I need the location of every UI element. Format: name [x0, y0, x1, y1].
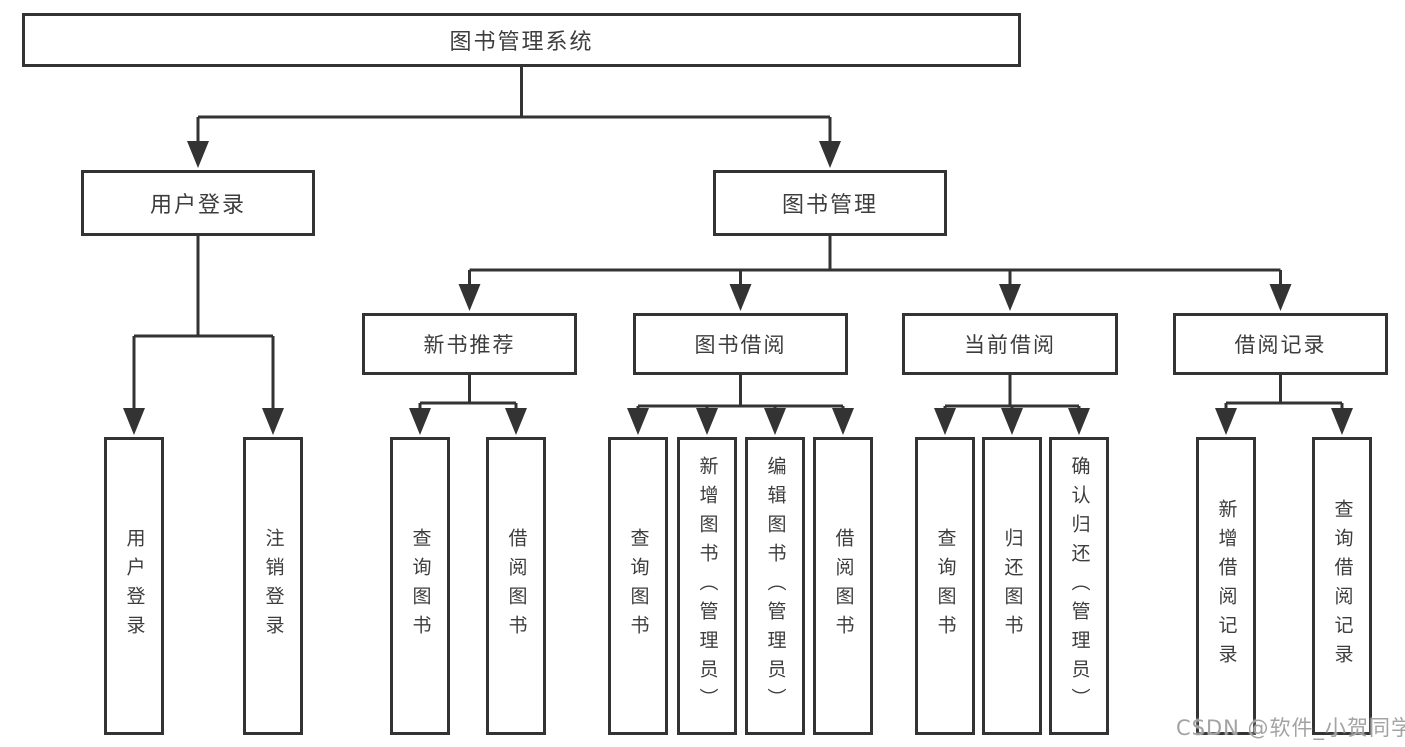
node-system-root: 图书管理系统 — [22, 13, 1021, 67]
arrowhead — [696, 408, 718, 435]
arrowhead — [1215, 408, 1237, 435]
leaf-return-book-label: 归还图书 — [1001, 528, 1024, 644]
arrowhead — [123, 408, 145, 435]
leaf-add-borrow-record: 新增借阅记录 — [1196, 437, 1256, 735]
leaf-borrow-books-recommend: 借阅图书 — [486, 437, 546, 735]
leaf-query-books-recommend: 查询图书 — [390, 437, 450, 735]
arrowhead — [1001, 408, 1023, 435]
arrowhead — [409, 408, 431, 435]
arrowhead — [458, 284, 481, 311]
arrowhead — [764, 408, 786, 435]
leaf-add-book-admin-label: 新增图书（管理员） — [696, 455, 719, 717]
leaf-borrow-books: 借阅图书 — [813, 437, 873, 735]
node-current-borrow: 当前借阅 — [902, 313, 1118, 375]
leaf-query-books-borrow-label: 查询图书 — [627, 528, 650, 644]
leaf-edit-book-admin-label: 编辑图书（管理员） — [764, 455, 787, 717]
leaf-confirm-return-admin: 确认归还（管理员） — [1049, 437, 1109, 735]
connector-root-to-level2 — [196, 67, 832, 144]
leaf-query-borrow-record: 查询借阅记录 — [1312, 437, 1372, 735]
csdn-watermark: CSDN @软件_小贺同学 — [1176, 716, 1405, 740]
arrowhead — [187, 141, 209, 168]
arrowhead — [627, 408, 649, 435]
arrowhead — [1269, 284, 1292, 311]
leaf-edit-book-admin: 编辑图书（管理员） — [745, 437, 805, 735]
leaf-logout: 注销登录 — [243, 437, 303, 735]
node-book-management: 图书管理 — [713, 170, 947, 236]
arrowhead — [1331, 408, 1353, 435]
connector-borrow-to-children — [636, 375, 845, 410]
leaf-query-books-current-label: 查询图书 — [934, 528, 957, 644]
leaf-borrow-books-label: 借阅图书 — [832, 528, 855, 644]
leaf-query-books-current: 查询图书 — [915, 437, 975, 735]
connector-login-to-children — [132, 236, 275, 410]
connector-recommend-to-children — [418, 375, 518, 410]
connector-current-to-children — [943, 375, 1081, 410]
leaf-add-book-admin: 新增图书（管理员） — [677, 437, 737, 735]
arrowhead — [819, 141, 841, 168]
leaf-logout-label: 注销登录 — [262, 528, 285, 644]
node-new-book-recommend: 新书推荐 — [362, 313, 577, 375]
arrowhead — [729, 284, 752, 311]
node-borrow-records: 借阅记录 — [1173, 313, 1388, 375]
leaf-query-books-borrow: 查询图书 — [608, 437, 668, 735]
node-user-login: 用户登录 — [81, 170, 315, 236]
arrowhead — [934, 408, 956, 435]
connector-records-to-children — [1224, 375, 1344, 410]
leaf-add-borrow-record-label: 新增借阅记录 — [1215, 499, 1238, 673]
arrowhead — [505, 408, 527, 435]
arrowhead — [1068, 408, 1090, 435]
arrowhead — [999, 284, 1021, 311]
arrowhead — [262, 408, 284, 435]
node-book-borrow: 图书借阅 — [633, 313, 848, 375]
leaf-user-login-label: 用户登录 — [123, 528, 146, 644]
leaf-confirm-return-admin-label: 确认归还（管理员） — [1068, 455, 1091, 717]
connector-management-to-level3 — [468, 236, 1282, 286]
leaf-return-book: 归还图书 — [982, 437, 1042, 735]
leaf-user-login: 用户登录 — [104, 437, 164, 735]
leaf-query-borrow-record-label: 查询借阅记录 — [1331, 499, 1354, 673]
leaf-borrow-books-recommend-label: 借阅图书 — [505, 528, 528, 644]
leaf-query-books-recommend-label: 查询图书 — [409, 528, 432, 644]
arrowhead — [832, 408, 854, 435]
